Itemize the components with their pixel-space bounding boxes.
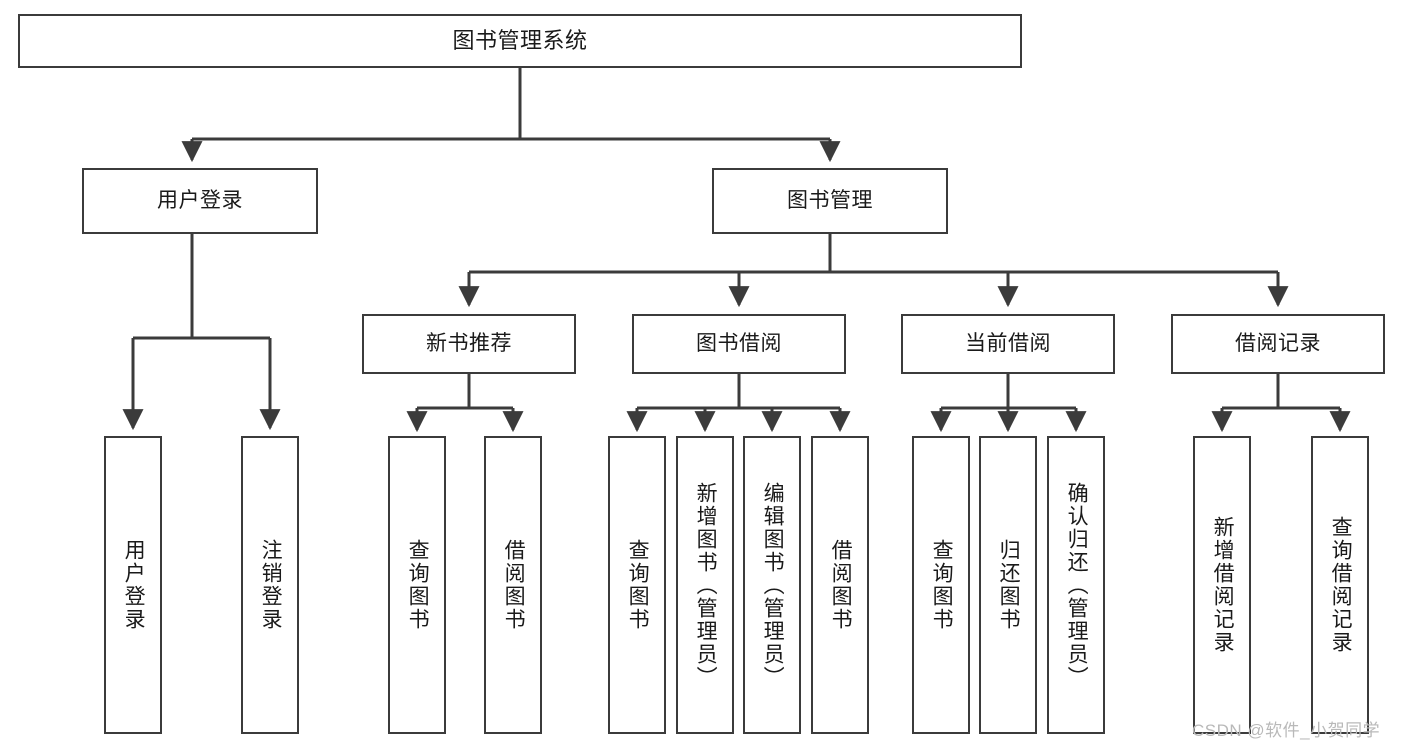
node-leaf-return-book[interactable]: 归还图书 — [979, 436, 1037, 734]
node-leaf-add-book[interactable]: 新增图书（管理员） — [676, 436, 734, 734]
node-label: 用户登录 — [122, 539, 146, 631]
node-label: 查询图书 — [626, 539, 650, 631]
node-label: 归还图书 — [997, 539, 1021, 631]
node-leaf-query-book-recommend[interactable]: 查询图书 — [388, 436, 446, 734]
node-leaf-borrow-book[interactable]: 借阅图书 — [811, 436, 869, 734]
node-label: 用户登录 — [157, 189, 243, 213]
node-leaf-borrow-book-recommend[interactable]: 借阅图书 — [484, 436, 542, 734]
node-current-borrow[interactable]: 当前借阅 — [901, 314, 1115, 374]
node-borrow-record[interactable]: 借阅记录 — [1171, 314, 1385, 374]
node-label: 确认归还（管理员） — [1065, 481, 1089, 689]
node-book-borrow[interactable]: 图书借阅 — [632, 314, 846, 374]
node-label: 当前借阅 — [965, 332, 1051, 356]
node-new-book-recommendation[interactable]: 新书推荐 — [362, 314, 576, 374]
node-label: 新书推荐 — [426, 332, 512, 356]
node-leaf-user-login[interactable]: 用户登录 — [104, 436, 162, 734]
node-leaf-add-borrow-record[interactable]: 新增借阅记录 — [1193, 436, 1251, 734]
node-leaf-query-book-current[interactable]: 查询图书 — [912, 436, 970, 734]
csdn-watermark: CSDN @软件_小贺同学 — [1192, 721, 1381, 740]
node-label: 查询图书 — [930, 539, 954, 631]
node-label: 新增图书（管理员） — [694, 481, 718, 689]
node-leaf-edit-book[interactable]: 编辑图书（管理员） — [743, 436, 801, 734]
node-label: 注销登录 — [259, 539, 283, 631]
node-label: 借阅记录 — [1235, 332, 1321, 356]
node-root-book-management-system[interactable]: 图书管理系统 — [18, 14, 1022, 68]
node-label: 查询借阅记录 — [1329, 516, 1353, 654]
node-leaf-query-book-borrow[interactable]: 查询图书 — [608, 436, 666, 734]
node-label: 图书管理 — [787, 189, 873, 213]
node-label: 图书管理系统 — [452, 27, 588, 53]
node-label: 新增借阅记录 — [1211, 516, 1235, 654]
node-leaf-user-logout[interactable]: 注销登录 — [241, 436, 299, 734]
node-label: 借阅图书 — [502, 539, 526, 631]
node-label: 编辑图书（管理员） — [761, 481, 785, 689]
node-label: 查询图书 — [406, 539, 430, 631]
node-leaf-confirm-return[interactable]: 确认归还（管理员） — [1047, 436, 1105, 734]
node-book-manage[interactable]: 图书管理 — [712, 168, 948, 234]
node-leaf-query-borrow-record[interactable]: 查询借阅记录 — [1311, 436, 1369, 734]
node-label: 图书借阅 — [696, 332, 782, 356]
node-user-login[interactable]: 用户登录 — [82, 168, 318, 234]
node-label: 借阅图书 — [829, 539, 853, 631]
